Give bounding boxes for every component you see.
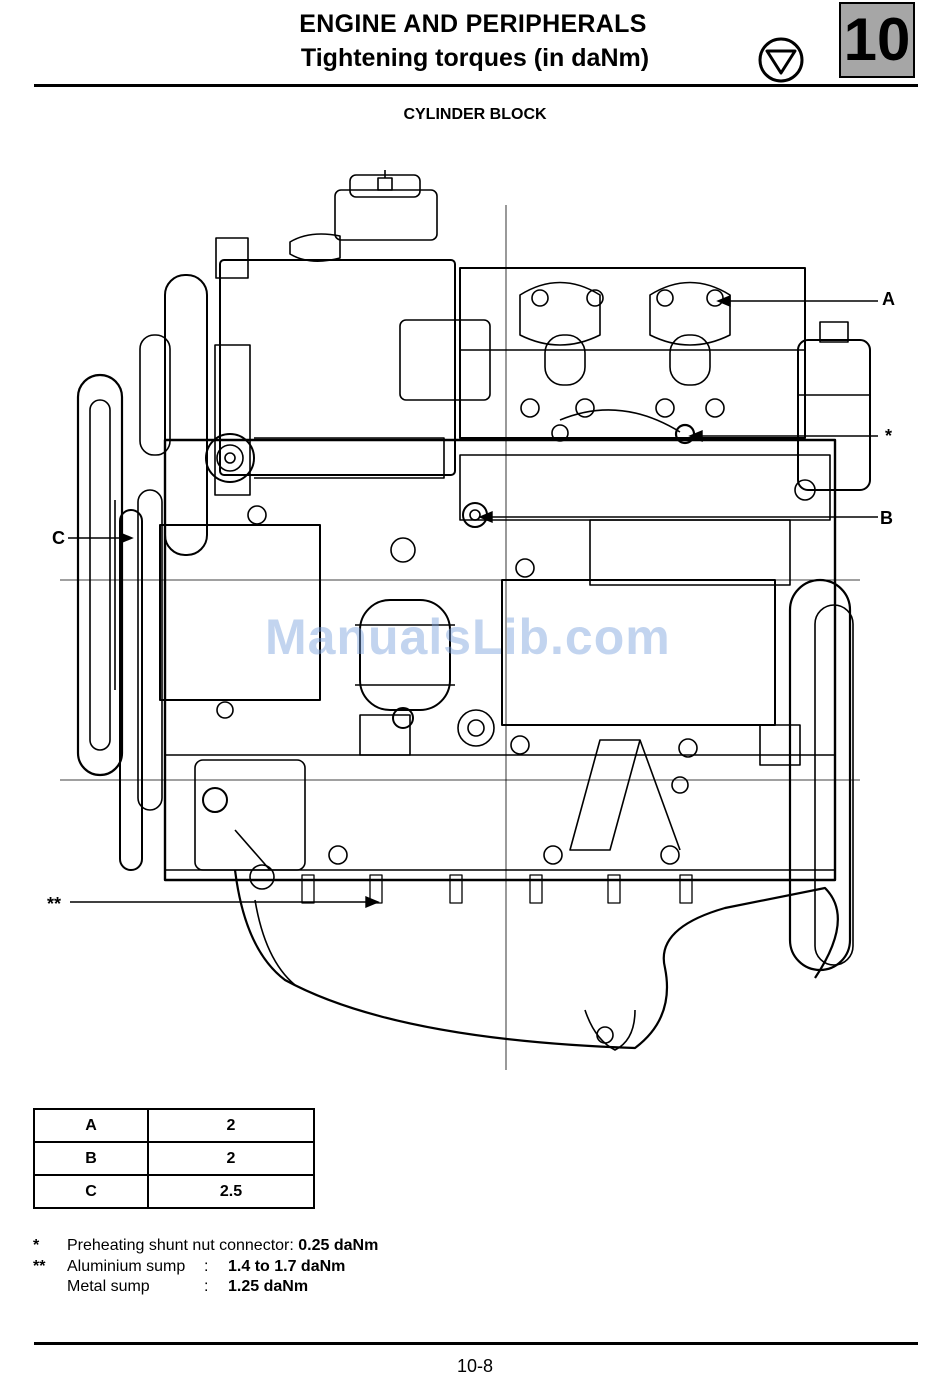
torque-value: 2	[148, 1142, 314, 1175]
callout-c: C	[52, 528, 65, 549]
callout-b: B	[880, 508, 893, 529]
note-text: Preheating shunt nut connector: 0.25 daN…	[67, 1236, 378, 1257]
header-subtitle: Tightening torques (in daNm)	[270, 40, 680, 76]
note-value: 0.25 daNm	[298, 1237, 378, 1254]
table-row: C 2.5	[34, 1175, 314, 1208]
header-divider	[34, 84, 918, 87]
note-value: 1.4 to 1.7 daNm	[228, 1257, 345, 1278]
footer-divider	[34, 1342, 918, 1345]
torque-key: C	[34, 1175, 148, 1208]
callout-star: *	[885, 426, 892, 447]
torque-key: A	[34, 1109, 148, 1142]
torque-key: B	[34, 1142, 148, 1175]
torque-table: A 2 B 2 C 2.5	[33, 1108, 315, 1209]
note-label: Preheating shunt nut connector:	[67, 1237, 298, 1254]
note-marker: **	[33, 1257, 63, 1278]
callout-double-star: **	[47, 894, 61, 915]
engine-symbol-icon	[757, 36, 805, 84]
callout-a: A	[882, 289, 895, 310]
table-row: B 2	[34, 1142, 314, 1175]
header-title: ENGINE AND PERIPHERALS	[283, 6, 663, 42]
watermark: ManualsLib.com	[265, 608, 671, 666]
note-label: Metal sump	[67, 1277, 150, 1298]
section-title: CYLINDER BLOCK	[300, 105, 650, 125]
torque-value: 2	[148, 1109, 314, 1142]
note-label: Aluminium sump	[67, 1257, 185, 1278]
note-value: 1.25 daNm	[228, 1277, 308, 1298]
chapter-number: 10	[839, 2, 915, 78]
note-colon: :	[204, 1257, 208, 1278]
page-number: 10-8	[430, 1356, 520, 1377]
table-row: A 2	[34, 1109, 314, 1142]
note-marker: *	[33, 1236, 63, 1257]
note-colon: :	[204, 1277, 208, 1298]
torque-value: 2.5	[148, 1175, 314, 1208]
